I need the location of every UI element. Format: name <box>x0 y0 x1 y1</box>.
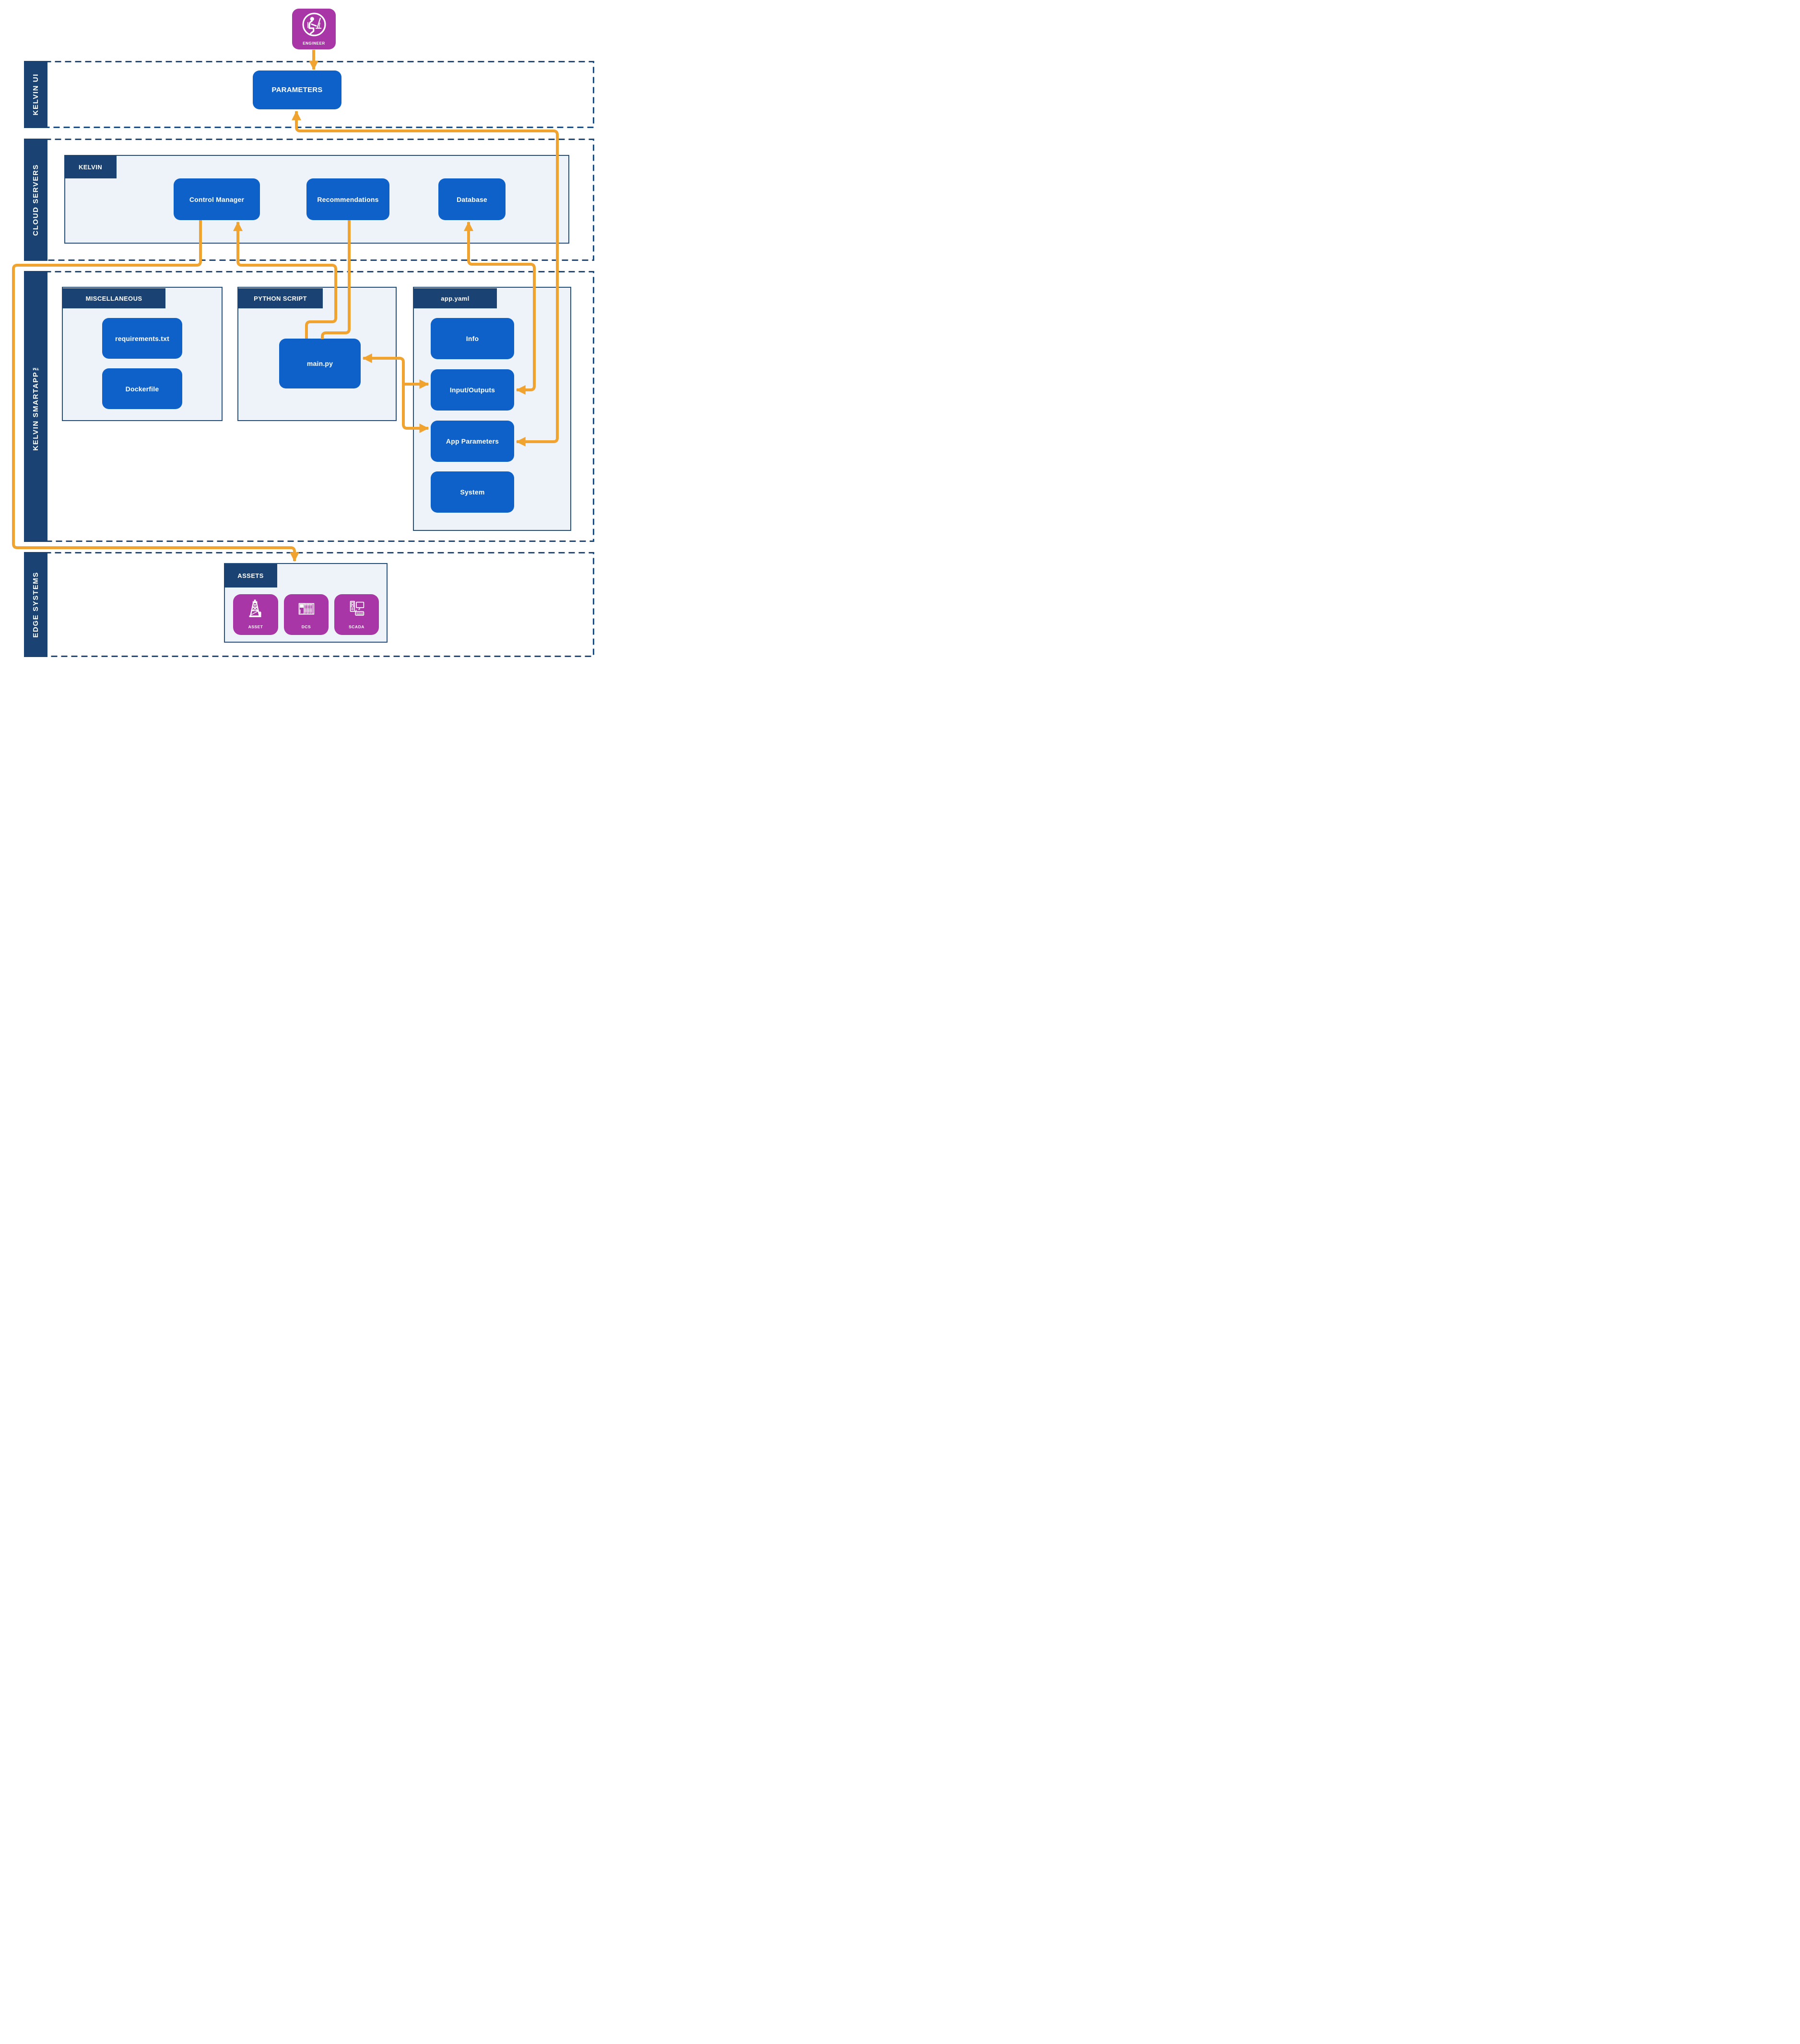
database-node: Database <box>438 178 506 220</box>
main-py-node: main.py <box>279 339 361 388</box>
band-label-cloud-servers: CLOUD SERVERS <box>24 139 47 261</box>
control-manager-node: Control Manager <box>174 178 260 220</box>
band-label-cloud-servers-text: CLOUD SERVERS <box>32 164 40 236</box>
dcs-label: DCS <box>301 624 311 629</box>
scada-workstation-icon <box>346 598 368 623</box>
inputs-outputs-label: Input/Outputs <box>449 386 495 394</box>
system-node: System <box>431 471 514 513</box>
band-label-kelvin-smartapp-text: KELVIN SMARTAPP™ <box>32 362 40 451</box>
recommendations-node: Recommendations <box>306 178 389 220</box>
control-manager-label: Control Manager <box>189 195 245 203</box>
app-parameters-node: App Parameters <box>431 421 514 462</box>
app-parameters-label: App Parameters <box>446 437 499 445</box>
engineer-node: ENGINEER <box>292 9 336 49</box>
miscellaneous-tab-label: MISCELLANEOUS <box>85 294 142 302</box>
scada-tile: SCADA <box>334 594 379 635</box>
python-script-tab-label: PYTHON SCRIPT <box>254 294 307 302</box>
band-label-edge-systems-text: EDGE SYSTEMS <box>32 571 40 638</box>
database-label: Database <box>457 195 487 203</box>
band-label-kelvin-ui-text: KELVIN UI <box>32 73 40 116</box>
parameters-label: PARAMETERS <box>271 86 323 94</box>
python-script-panel-tab: PYTHON SCRIPT <box>238 288 323 308</box>
dcs-tile: DCS <box>284 594 329 635</box>
band-label-edge-systems: EDGE SYSTEMS <box>24 552 47 657</box>
band-label-kelvin-smartapp: KELVIN SMARTAPP™ <box>24 271 47 542</box>
inputs-outputs-node: Input/Outputs <box>431 369 514 411</box>
dockerfile-node: Dockerfile <box>102 368 182 409</box>
info-label: Info <box>466 335 479 342</box>
requirements-txt-label: requirements.txt <box>115 334 169 342</box>
requirements-txt-node: requirements.txt <box>102 318 182 359</box>
dockerfile-label: Dockerfile <box>125 385 159 393</box>
engineer-icon <box>300 11 328 41</box>
main-py-label: main.py <box>306 360 333 367</box>
system-label: System <box>460 488 485 496</box>
info-node: Info <box>431 318 514 359</box>
scada-label: SCADA <box>349 624 365 629</box>
asset-tile: ASSET <box>233 594 278 635</box>
miscellaneous-panel-tab: MISCELLANEOUS <box>62 288 165 308</box>
kelvin-cloud-panel-tab: KELVIN <box>64 155 117 178</box>
asset-label: ASSET <box>248 624 263 629</box>
oil-derrick-icon <box>245 598 267 623</box>
recommendations-label: Recommendations <box>317 195 379 203</box>
parameters-node: PARAMETERS <box>253 70 341 109</box>
kelvin-cloud-panel-tab-label: KELVIN <box>78 163 103 171</box>
app-yaml-tab-label: app.yaml <box>441 294 470 302</box>
dcs-controller-icon <box>295 598 318 623</box>
assets-tab-label: ASSETS <box>237 572 264 579</box>
engineer-label: ENGINEER <box>303 41 325 46</box>
app-yaml-panel-tab: app.yaml <box>413 288 497 308</box>
assets-panel-tab: ASSETS <box>224 564 277 587</box>
band-label-kelvin-ui: KELVIN UI <box>24 61 47 128</box>
